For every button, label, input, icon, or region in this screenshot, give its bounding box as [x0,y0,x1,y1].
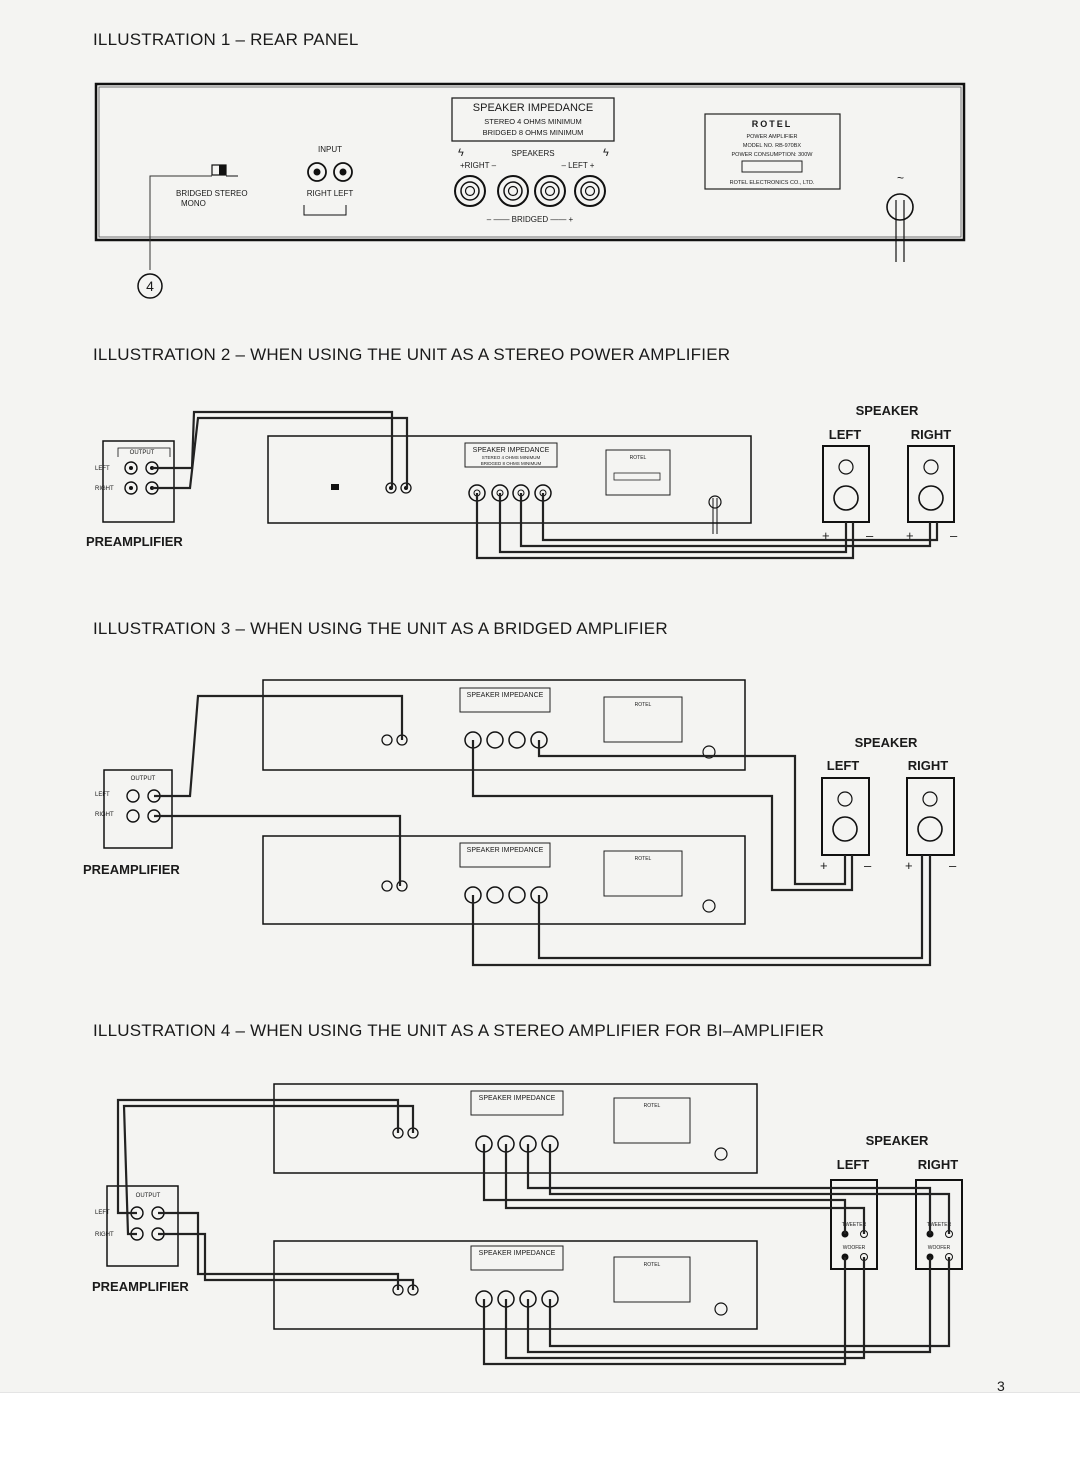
illustration-4-title: ILLUSTRATION 4 – WHEN USING THE UNIT AS … [93,1021,825,1040]
warning-bolt-right-icon: ϟ [603,147,609,159]
speaker-right-label: RIGHT [911,427,952,442]
page-number: 3 [997,1378,1005,1394]
svg-text:PREAMPLIFIER: PREAMPLIFIER [92,1279,189,1294]
svg-text:SPEAKER: SPEAKER [855,735,918,750]
svg-text:SPEAKER IMPEDANCE: SPEAKER IMPEDANCE [479,1095,556,1102]
right-terminal-label: +RIGHT – [460,161,497,170]
amp-panel-bottom-biamp [273,1240,758,1330]
mode-label: BRIDGED STEREO [176,189,248,198]
product-line-1: POWER AMPLIFIER [746,134,797,140]
svg-text:–: – [950,528,958,543]
impedance-title: SPEAKER IMPEDANCE [473,102,593,114]
amp-panel-top [262,679,746,771]
svg-text:SPEAKER: SPEAKER [866,1133,929,1148]
rear-panel-large: SPEAKER IMPEDANCE STEREO 4 OHMS MINIMUM … [94,82,966,299]
svg-text:+: + [905,858,913,873]
svg-text:ROTEL: ROTEL [635,702,652,708]
maker-label: ROTEL ELECTRONICS CO., LTD. [730,180,815,186]
svg-text:+: + [820,858,828,873]
input-jacks-label: RIGHT LEFT [307,189,354,198]
speaker-terminals [454,175,606,207]
brand-logo: ROTEL [752,119,793,129]
svg-text:TWEETER: TWEETER [842,1222,867,1228]
amp-panel [267,435,752,524]
illustration-1-title: ILLUSTRATION 1 – REAR PANEL [93,30,359,49]
svg-text:–: – [864,858,872,873]
preamp-right-label: RIGHT [95,486,114,492]
svg-text:LEFT: LEFT [827,758,860,773]
svg-text:RIGHT: RIGHT [95,812,114,818]
input-label: INPUT [318,145,342,154]
impedance-bridged: BRIDGED 8 OHMS MINIMUM [483,128,584,137]
wires-ill2 [152,410,939,560]
preamp-output-label: OUTPUT [130,450,155,456]
svg-text:TWEETER: TWEETER [927,1222,952,1228]
impedance-stereo: STEREO 4 OHMS MINIMUM [484,117,582,126]
svg-text:WOOFER: WOOFER [928,1245,951,1251]
product-line-2: MODEL NO. RB-970BX [743,143,802,149]
svg-text:RIGHT: RIGHT [908,758,949,773]
svg-text:STEREO 4 OHMS MINIMUM: STEREO 4 OHMS MINIMUM [482,455,541,460]
illustration-3: OUTPUT LEFT RIGHT PREAMPLIFIER SPEAKER I… [83,679,957,967]
preamp-name: PREAMPLIFIER [86,534,183,549]
left-terminal-label: – LEFT + [562,161,595,170]
wires-ill4 [116,1098,951,1366]
speaker-left-label: LEFT [829,427,862,442]
callout-number: 4 [146,278,154,294]
svg-text:LEFT: LEFT [95,1210,110,1216]
svg-text:SPEAKER IMPEDANCE: SPEAKER IMPEDANCE [479,1250,556,1257]
svg-text:ROTEL: ROTEL [635,856,652,862]
illustration-2-title: ILLUSTRATION 2 – WHEN USING THE UNIT AS … [93,345,731,364]
svg-text:SPEAKER IMPEDANCE: SPEAKER IMPEDANCE [467,692,544,699]
svg-text:BRIDGED 8 OHMS MINIMUM: BRIDGED 8 OHMS MINIMUM [481,461,542,466]
svg-text:–: – [949,858,957,873]
callout-4 [137,273,163,299]
mono-label: MONO [181,199,206,208]
amp-panel-bottom [262,835,746,925]
svg-text:ROTEL: ROTEL [644,1103,661,1109]
svg-text:+: + [822,528,830,543]
svg-text:ROTEL: ROTEL [630,455,647,461]
preamp-box [102,440,175,523]
speaker-header: SPEAKER [856,403,919,418]
power-cord-icon [886,193,914,221]
preamp-left-label: LEFT [95,466,110,472]
illustration-4: OUTPUT LEFT RIGHT PREAMPLIFIER SPEAKER I… [92,1083,963,1366]
illustration-3-title: ILLUSTRATION 3 – WHEN USING THE UNIT AS … [93,619,668,638]
product-line-3: POWER CONSUMPTION: 300W [732,152,814,158]
svg-text:SPEAKER IMPEDANCE: SPEAKER IMPEDANCE [473,447,550,454]
svg-text:PREAMPLIFIER: PREAMPLIFIER [83,862,180,877]
svg-text:RIGHT: RIGHT [918,1157,959,1172]
svg-text:OUTPUT: OUTPUT [136,1193,161,1199]
svg-text:ROTEL: ROTEL [644,1262,661,1268]
speakers-label: SPEAKERS [511,149,554,158]
wires-ill3 [154,694,932,967]
svg-text:WOOFER: WOOFER [843,1245,866,1251]
svg-text:RIGHT: RIGHT [95,1232,114,1238]
ac-symbol: ~ [897,171,904,185]
illustration-2: OUTPUT LEFT RIGHT PREAMPLIFIER SPEAKER I… [86,403,958,560]
amp-panel-top-biamp [273,1083,758,1174]
page-bottom-margin [0,1392,1080,1479]
svg-text:+: + [906,528,914,543]
svg-text:–: – [866,528,874,543]
warning-bolt-left-icon: ϟ [458,147,464,159]
svg-text:OUTPUT: OUTPUT [131,776,156,782]
svg-text:LEFT: LEFT [95,792,110,798]
svg-text:LEFT: LEFT [837,1157,870,1172]
bridged-label: – —— BRIDGED —— + [487,215,574,224]
svg-text:SPEAKER IMPEDANCE: SPEAKER IMPEDANCE [467,847,544,854]
